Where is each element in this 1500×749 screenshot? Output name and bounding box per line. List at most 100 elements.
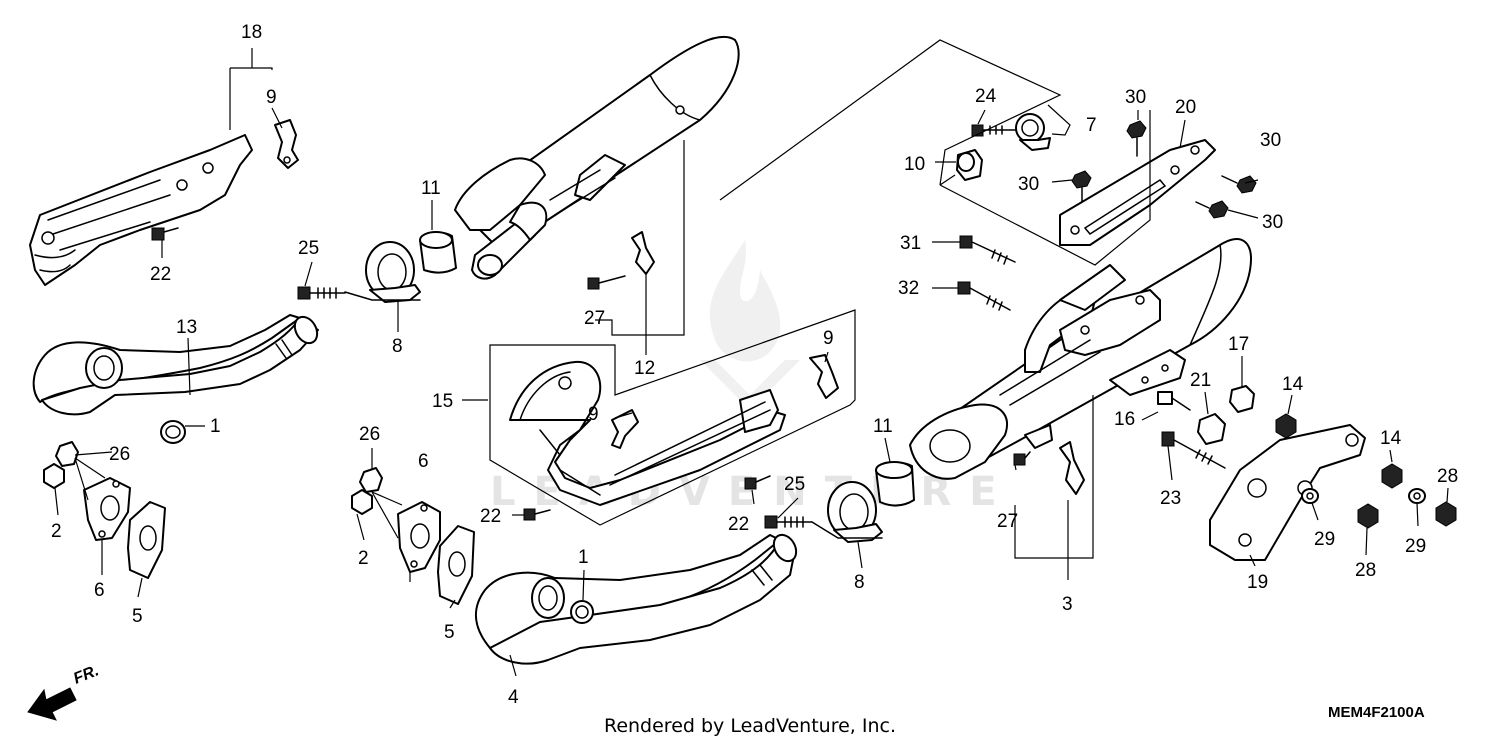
- bolt-22-top[interactable]: [151, 227, 179, 241]
- bolt-25-lower[interactable]: [764, 515, 813, 529]
- callout-24[interactable]: 24: [975, 86, 997, 107]
- callout-20[interactable]: 20: [1175, 97, 1196, 118]
- callout-1[interactable]: 1: [210, 416, 221, 437]
- nut-2-mid[interactable]: [351, 489, 373, 515]
- gasket-1-rear[interactable]: [570, 600, 594, 624]
- collar-16[interactable]: [1157, 391, 1191, 411]
- gasket-1-front[interactable]: [160, 420, 186, 444]
- muffler-band-12[interactable]: [631, 231, 655, 275]
- callout-2[interactable]: 2: [51, 521, 62, 542]
- front-exhaust-pipe[interactable]: [32, 313, 322, 416]
- callout-6[interactable]: 6: [94, 580, 105, 601]
- callout-5[interactable]: 5: [132, 606, 143, 627]
- callout-5[interactable]: 5: [444, 622, 455, 643]
- band-clamp-7[interactable]: [1015, 113, 1051, 151]
- callout-22[interactable]: 22: [150, 264, 171, 285]
- collar-26-left[interactable]: [55, 441, 79, 467]
- callout-13[interactable]: 13: [176, 317, 197, 338]
- exhaust-flange-6-mid[interactable]: [397, 501, 441, 573]
- front-heat-shield[interactable]: [509, 360, 786, 506]
- washer-29-a[interactable]: [1301, 488, 1319, 504]
- callout-8[interactable]: 8: [854, 572, 865, 593]
- callout-27[interactable]: 27: [997, 511, 1018, 532]
- nut-14-b[interactable]: [1381, 463, 1403, 489]
- callout-30[interactable]: 30: [1260, 130, 1281, 151]
- callout-21[interactable]: 21: [1190, 370, 1211, 391]
- callout-3[interactable]: 3: [1062, 594, 1073, 615]
- callout-26[interactable]: 26: [359, 424, 380, 445]
- callout-30[interactable]: 30: [1018, 174, 1039, 195]
- bolt-25-upper[interactable]: [297, 286, 346, 300]
- bolt-30-d[interactable]: [1195, 200, 1229, 219]
- muffler-band-3[interactable]: [1059, 441, 1085, 495]
- gasket-11-lower[interactable]: [875, 461, 915, 507]
- rear-heat-shield[interactable]: [29, 134, 253, 286]
- muffler-bracket-20[interactable]: [1059, 139, 1216, 246]
- callout-10[interactable]: 10: [904, 154, 925, 175]
- bolt-17[interactable]: [1229, 385, 1255, 413]
- callout-12[interactable]: 12: [634, 358, 655, 379]
- callout-22[interactable]: 22: [728, 514, 749, 535]
- callout-11[interactable]: 11: [421, 178, 441, 199]
- callout-8[interactable]: 8: [392, 336, 403, 357]
- callout-25[interactable]: 25: [784, 474, 805, 495]
- washer-29-b[interactable]: [1408, 488, 1426, 504]
- callout-29[interactable]: 29: [1405, 536, 1426, 557]
- heat-shield-band-9-right[interactable]: [809, 354, 839, 399]
- flange-gasket-5-mid[interactable]: [437, 525, 475, 605]
- callout-14[interactable]: 14: [1380, 428, 1402, 449]
- bolt-30-a[interactable]: [1126, 120, 1147, 157]
- bolt-27-lower[interactable]: [1013, 451, 1031, 466]
- callout-30[interactable]: 30: [1125, 87, 1146, 108]
- step-bracket-19[interactable]: [1209, 424, 1366, 561]
- upper-muffler[interactable]: [454, 35, 740, 280]
- exhaust-clamp-8-lower[interactable]: [811, 481, 883, 543]
- callout-6[interactable]: 6: [418, 451, 429, 472]
- exhaust-flange-6-left[interactable]: [83, 477, 131, 541]
- callout-25[interactable]: 25: [298, 238, 319, 259]
- bolt-27-upper[interactable]: [587, 275, 626, 290]
- rubber-21[interactable]: [1197, 413, 1226, 445]
- callout-11[interactable]: 11: [873, 416, 893, 437]
- nut-28-a[interactable]: [1357, 503, 1379, 529]
- callout-2[interactable]: 2: [358, 548, 369, 569]
- rear-exhaust-pipe[interactable]: [474, 531, 801, 665]
- callout-31[interactable]: 31: [900, 233, 921, 254]
- bolt-22-mid[interactable]: [744, 475, 771, 490]
- callout-28[interactable]: 28: [1355, 560, 1376, 581]
- callout-1[interactable]: 1: [578, 547, 589, 568]
- rubber-mount-10[interactable]: [956, 149, 983, 181]
- callout-28[interactable]: 28: [1437, 466, 1458, 487]
- bolt-31[interactable]: [959, 235, 1016, 265]
- nut-28-b[interactable]: [1435, 501, 1457, 527]
- callout-26[interactable]: 26: [109, 444, 130, 465]
- bolt-30-c[interactable]: [1221, 175, 1257, 194]
- callout-7[interactable]: 7: [1086, 115, 1097, 136]
- callout-4[interactable]: 4: [508, 687, 519, 708]
- exhaust-clamp-8-upper[interactable]: [344, 241, 421, 303]
- callout-22[interactable]: 22: [480, 506, 501, 527]
- callout-32[interactable]: 32: [898, 278, 919, 299]
- collar-26-mid[interactable]: [359, 467, 383, 493]
- gasket-11-upper[interactable]: [419, 231, 457, 274]
- heat-shield-band-9-top[interactable]: [274, 119, 299, 169]
- bolt-23[interactable]: [1161, 431, 1226, 469]
- callout-18[interactable]: 18: [241, 22, 262, 43]
- nut-2-left[interactable]: [43, 463, 65, 489]
- heat-shield-band-9-mid[interactable]: [611, 409, 639, 449]
- callout-27[interactable]: 27: [584, 308, 605, 329]
- callout-9[interactable]: 9: [823, 328, 834, 349]
- nut-14-a[interactable]: [1275, 413, 1297, 439]
- lower-muffler[interactable]: [909, 238, 1252, 480]
- callout-15[interactable]: 15: [432, 391, 453, 412]
- callout-14[interactable]: 14: [1282, 374, 1304, 395]
- callout-16[interactable]: 16: [1114, 409, 1135, 430]
- callout-23[interactable]: 23: [1160, 488, 1181, 509]
- bolt-24[interactable]: [971, 124, 1016, 137]
- callout-30[interactable]: 30: [1262, 212, 1283, 233]
- callout-17[interactable]: 17: [1228, 334, 1249, 355]
- bolt-32[interactable]: [957, 281, 1011, 311]
- callout-19[interactable]: 19: [1247, 572, 1268, 593]
- flange-gasket-5-left[interactable]: [127, 501, 166, 579]
- callout-29[interactable]: 29: [1314, 529, 1335, 550]
